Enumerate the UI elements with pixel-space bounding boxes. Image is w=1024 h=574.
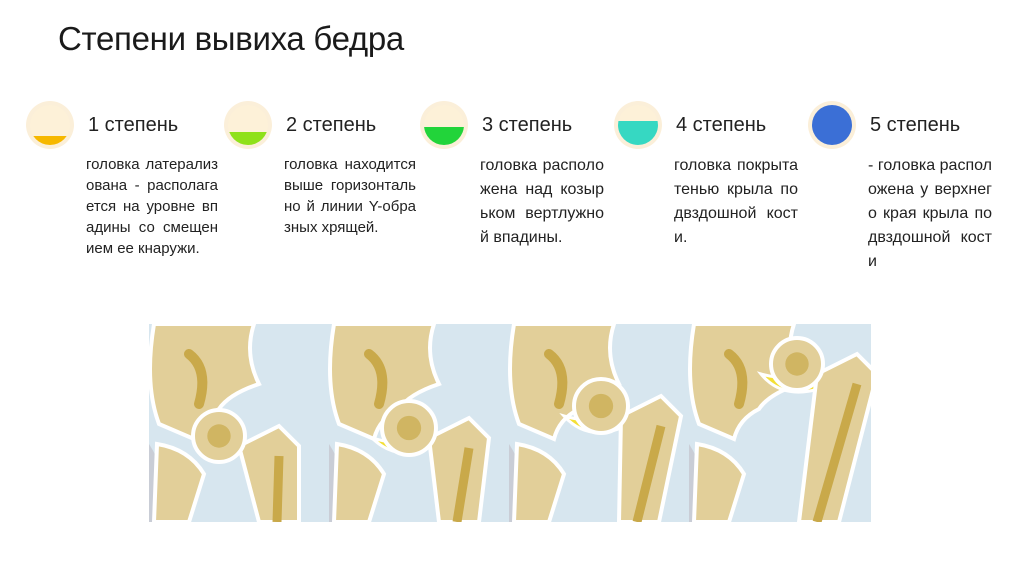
ischium-bone: [691, 441, 747, 522]
stage-level-indicator: [30, 105, 70, 145]
stage-description: головка покрыта тенью крыла подвздошной …: [674, 157, 798, 246]
hip-panel-1: [149, 324, 327, 522]
stage-level-fill: [812, 105, 852, 145]
stage-header: 5 степень: [812, 100, 1012, 150]
pelvis-marrow: [724, 349, 748, 409]
stage-label: 4 степень: [676, 113, 767, 136]
stage-4: 4 степень головка покрыта тенью крыла под…: [618, 100, 818, 250]
femoral-head-core: [785, 352, 809, 376]
stage-1: 1 степень головка латерализована - распол…: [30, 100, 230, 259]
hip-panel-2: [328, 324, 507, 522]
stage-3: 3 степень головка расположена над козырьк…: [424, 100, 624, 250]
femur-bone: [236, 423, 301, 522]
stage-label: 3 степень: [482, 113, 573, 136]
femur-marrow: [812, 382, 862, 522]
stage-header: 3 степень: [424, 100, 624, 150]
femoral-head-core: [207, 424, 231, 448]
stage-header: 2 степень: [228, 100, 428, 150]
stage-5: 5 степень - головка расположена у верхнег…: [812, 100, 1012, 274]
stage-level-fill: [30, 136, 70, 145]
pelvis-marrow: [184, 349, 208, 409]
pelvis-marrow: [364, 349, 388, 409]
hip-panel-4: [688, 324, 871, 522]
stage-description: головка латерализована - располагается н…: [86, 156, 218, 257]
femur-bone: [426, 415, 492, 522]
hip-illustration-panel: [149, 324, 871, 522]
ischium-bone: [151, 441, 207, 522]
femoral-head-core: [396, 415, 422, 441]
stage-level-indicator: [228, 105, 268, 145]
stage-level-fill: [228, 132, 268, 145]
stage-level-indicator: [812, 105, 852, 145]
femur-marrow: [452, 447, 474, 522]
hip-panel-3: [508, 324, 687, 522]
stage-label: 5 степень: [870, 113, 961, 136]
stage-label: 1 степень: [88, 113, 179, 136]
ischium-bone: [331, 441, 387, 522]
page-title: Степени вывиха бедра: [58, 20, 404, 57]
pelvis-marrow: [544, 349, 568, 409]
femur-marrow: [632, 424, 666, 522]
stage-description: головка расположена над козырьком вертлу…: [480, 157, 604, 246]
stage-level-indicator: [618, 105, 658, 145]
stage-header: 1 степень: [30, 100, 230, 150]
stage-level-fill: [618, 121, 658, 145]
stage-description: головка находится выше горизонтально й л…: [284, 156, 416, 236]
femoral-head-core: [588, 393, 614, 419]
stage-level-indicator: [424, 105, 464, 145]
stage-description: - головка расположена у верхнего края кр…: [868, 157, 992, 270]
femur-marrow: [272, 455, 284, 522]
stage-label: 2 степень: [286, 113, 377, 136]
hip-joint-illustration: [149, 324, 871, 522]
stage-2: 2 степень головка находится выше горизонт…: [228, 100, 428, 238]
stage-level-fill: [424, 127, 464, 145]
ischium-bone: [511, 441, 567, 522]
stage-header: 4 степень: [618, 100, 818, 150]
